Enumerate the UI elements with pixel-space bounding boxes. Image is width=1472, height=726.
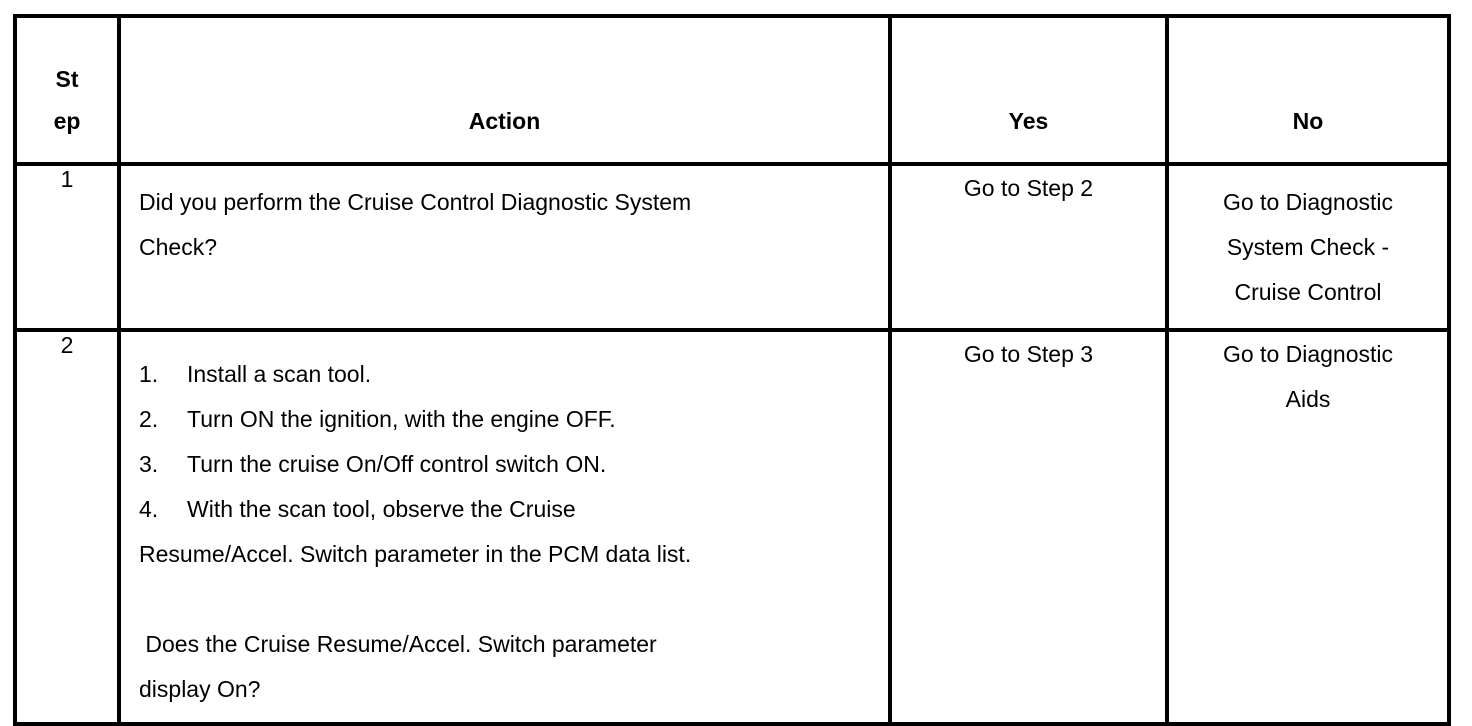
table-row: 1 Did you perform the Cruise Control Dia… <box>13 162 1451 332</box>
no-branch-content-2: Go to Diagnostic Aids <box>1169 332 1447 434</box>
instruction-list: 1. Install a scan tool. 2. Turn ON the i… <box>139 352 870 532</box>
list-item: 3. Turn the cruise On/Off control switch… <box>139 442 870 487</box>
list-item-number: 2. <box>139 406 159 432</box>
column-header-step: Step <box>13 14 121 166</box>
no-cell-1: Go to Diagnostic System Check - Cruise C… <box>1165 162 1451 332</box>
action-line: Check? <box>139 234 217 260</box>
action-cell-2: 1. Install a scan tool. 2. Turn ON the i… <box>117 328 892 726</box>
list-item-text: Turn the cruise On/Off control switch ON… <box>187 451 607 477</box>
step-number-cell-2: 2 <box>13 328 121 726</box>
column-header-no-label: No <box>1292 108 1324 134</box>
step-number-cell-1: 1 <box>13 162 121 332</box>
no-branch-line: Cruise Control <box>1234 279 1382 305</box>
list-item: 2. Turn ON the ignition, with the engine… <box>139 397 870 442</box>
yes-branch-text-2: Go to Step 3 <box>963 341 1094 367</box>
no-branch-line: Go to Diagnostic <box>1222 341 1394 367</box>
column-header-no: No <box>1165 14 1451 166</box>
step-number-2: 2 <box>60 332 74 358</box>
action-line: Did you perform the Cruise Control Diagn… <box>139 189 692 215</box>
column-header-action-label: Action <box>468 108 541 134</box>
list-item-wrap-line: Resume/Accel. Switch parameter in the PC… <box>139 541 692 567</box>
no-branch-line: Aids <box>1285 386 1331 412</box>
list-item-text: With the scan tool, observe the Cruise <box>187 496 576 522</box>
yes-cell-1: Go to Step 2 <box>888 162 1169 332</box>
list-item-number: 3. <box>139 451 159 477</box>
action-cell-1: Did you perform the Cruise Control Diagn… <box>117 162 892 332</box>
column-header-yes: Yes <box>888 14 1169 166</box>
column-header-step-label: Step <box>53 66 81 134</box>
column-header-yes-label: Yes <box>1008 108 1049 134</box>
no-cell-2: Go to Diagnostic Aids <box>1165 328 1451 726</box>
list-item-text: Turn ON the ignition, with the engine OF… <box>187 406 616 432</box>
diagnostic-table: Step Action Yes No 1 <box>13 14 1451 726</box>
list-item: 1. Install a scan tool. <box>139 352 870 397</box>
step-number-1: 1 <box>60 166 74 192</box>
action-content-1: Did you perform the Cruise Control Diagn… <box>121 166 888 280</box>
question-line: display On? <box>139 676 261 702</box>
no-branch-line: System Check - <box>1226 234 1390 260</box>
list-item-text: Install a scan tool. <box>187 361 372 387</box>
list-item-number: 4. <box>139 496 159 522</box>
column-header-action: Action <box>117 14 892 166</box>
yes-branch-text-1: Go to Step 2 <box>963 175 1094 201</box>
table-header-row: Step Action Yes No <box>13 14 1451 166</box>
question-line: Does the Cruise Resume/Accel. Switch par… <box>139 631 657 657</box>
table-row: 2 1. Install a scan tool. 2. Turn ON the… <box>13 328 1451 726</box>
action-content-2: 1. Install a scan tool. 2. Turn ON the i… <box>121 332 888 722</box>
no-branch-content-1: Go to Diagnostic System Check - Cruise C… <box>1169 166 1447 315</box>
list-item-number: 1. <box>139 361 159 387</box>
paragraph-spacer <box>139 577 870 622</box>
yes-cell-2: Go to Step 3 <box>888 328 1169 726</box>
no-branch-line: Go to Diagnostic <box>1222 189 1394 215</box>
list-item: 4. With the scan tool, observe the Cruis… <box>139 487 870 532</box>
